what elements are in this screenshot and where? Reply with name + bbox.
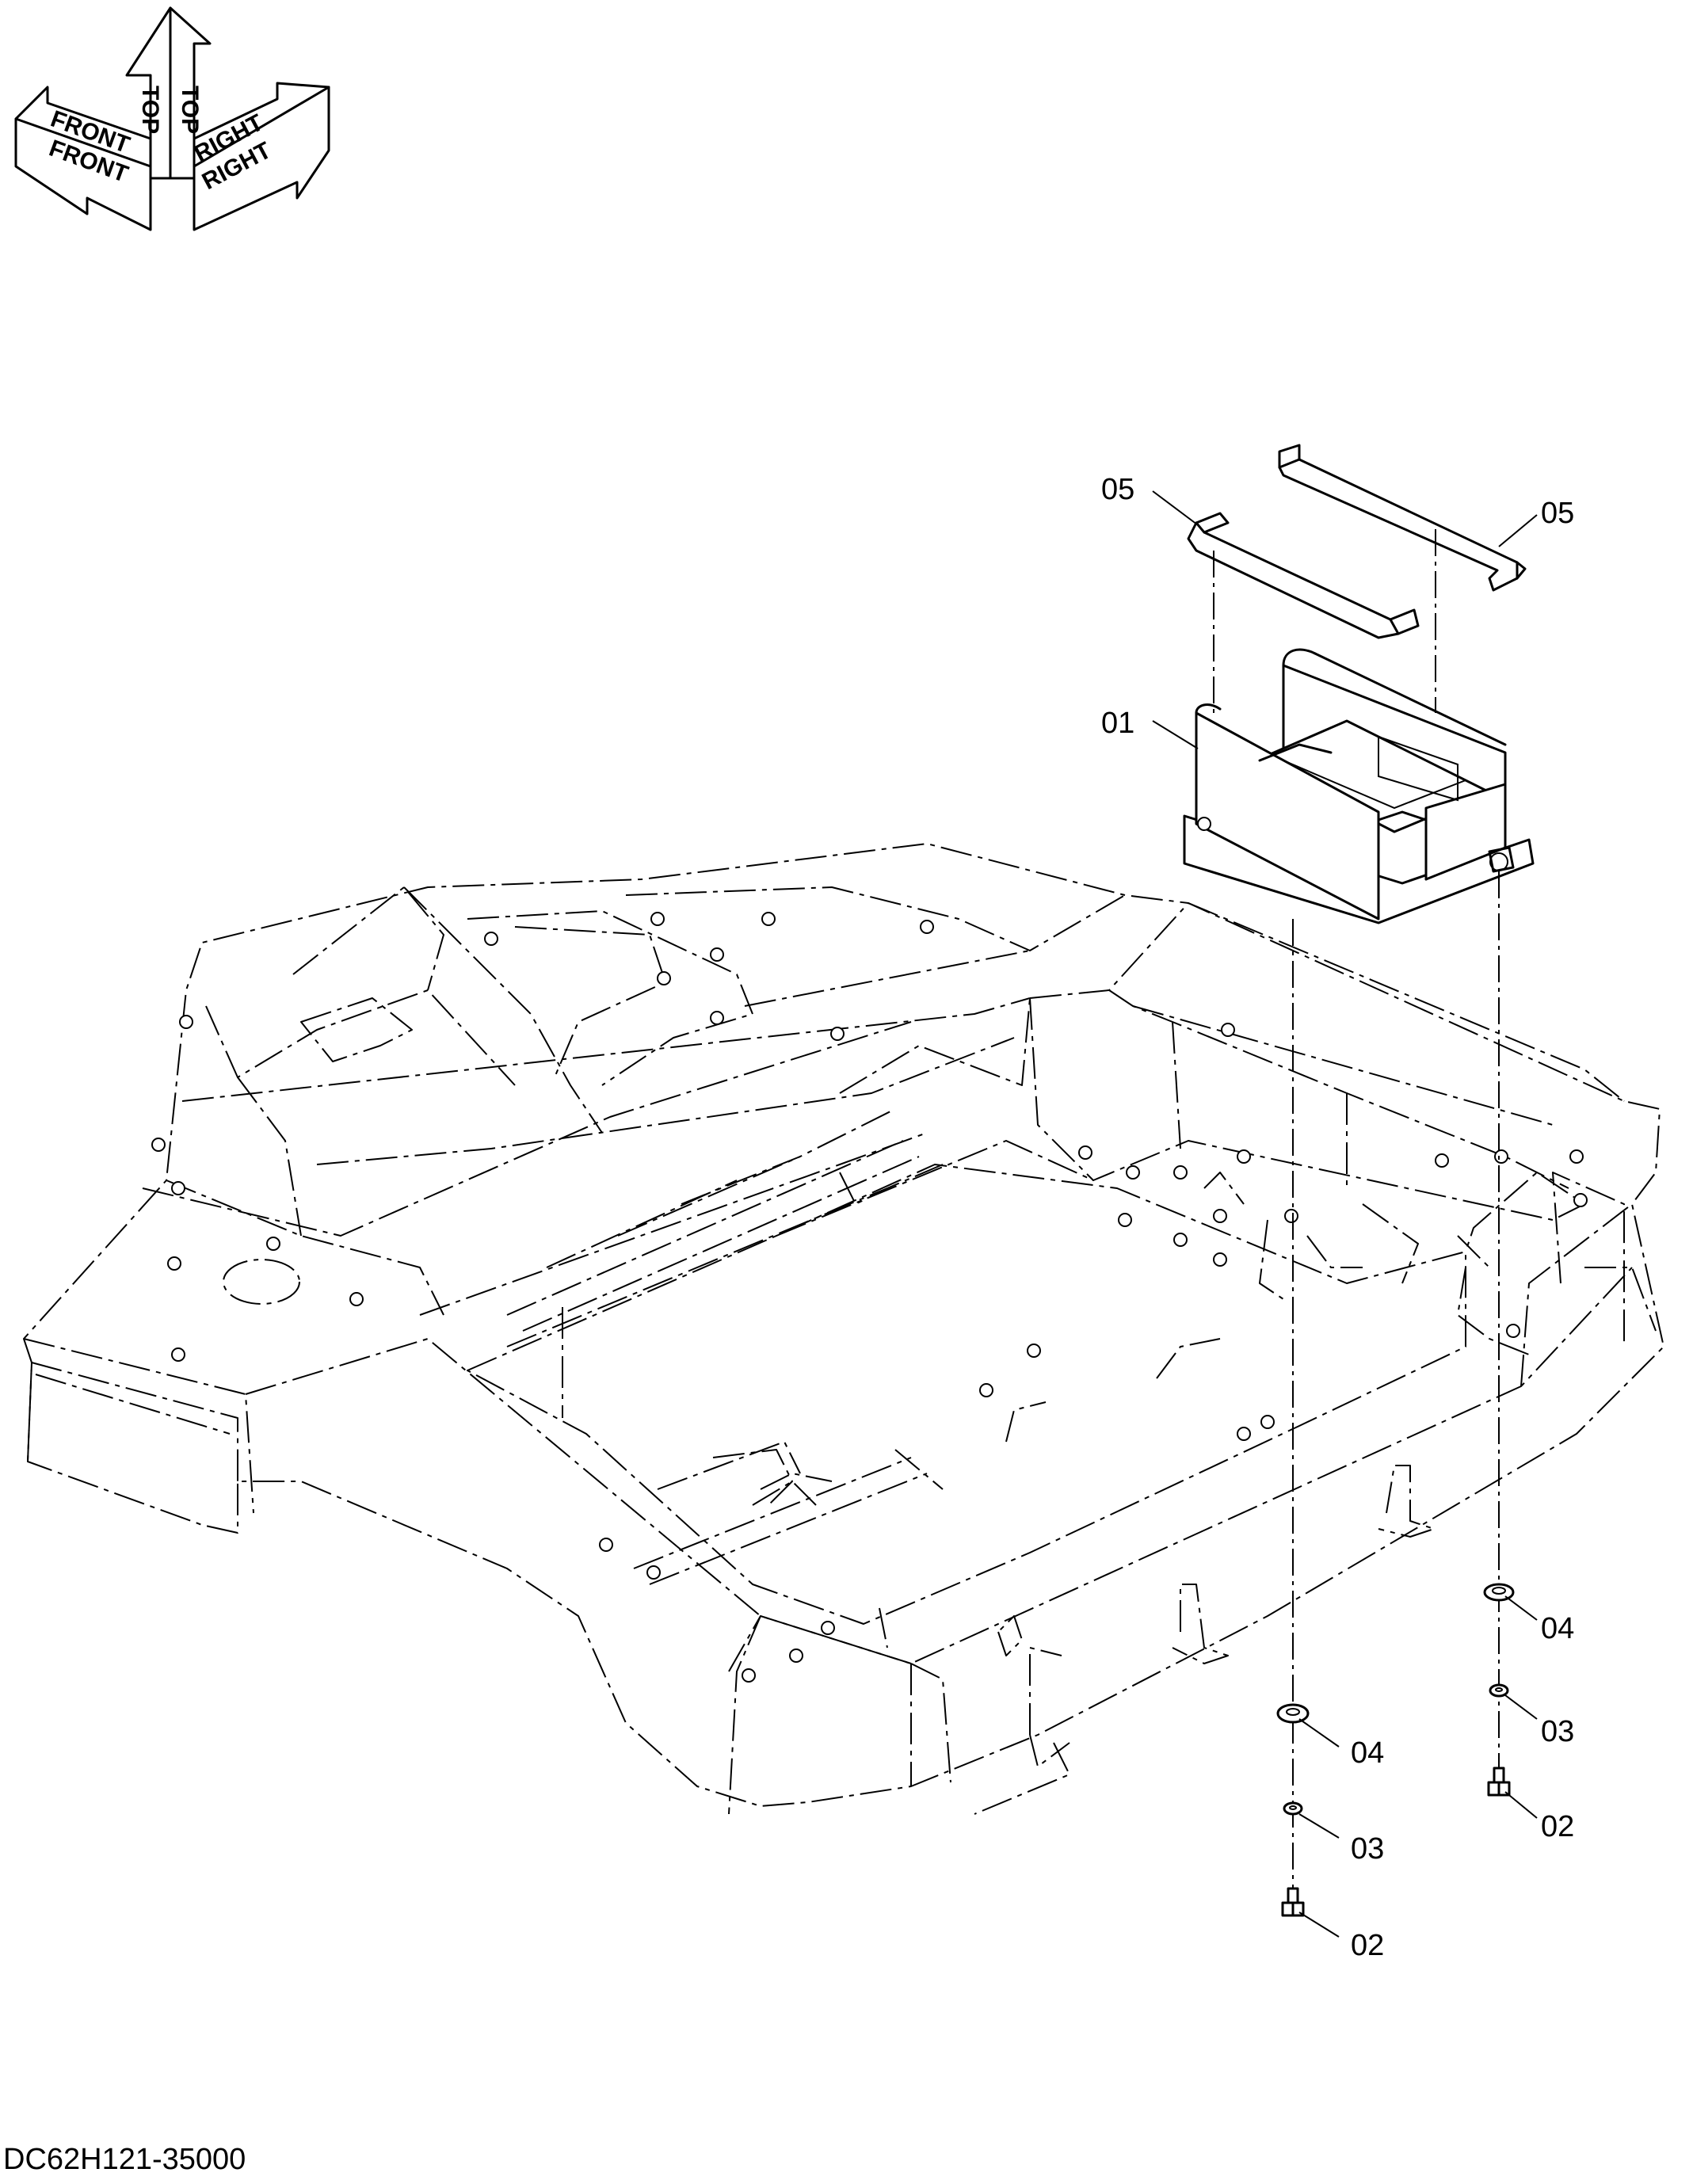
callout-05-right: 05 <box>1541 497 1574 530</box>
frame-hole <box>151 1138 166 1152</box>
frame-hole <box>646 1565 661 1580</box>
frame-hole <box>1260 1415 1275 1429</box>
frame-hole <box>1027 1344 1041 1358</box>
battery-tray <box>1183 648 1535 924</box>
frame-hole <box>1573 1193 1588 1207</box>
frame-hole <box>789 1648 803 1663</box>
fastener-stack-lower <box>1276 1703 1310 1917</box>
frame-hole <box>266 1237 280 1251</box>
callout-01: 01 <box>1101 707 1134 740</box>
frame-hole <box>1569 1149 1584 1164</box>
top-label-1: TOP <box>137 86 163 134</box>
frame-hole <box>830 1027 845 1041</box>
frame-hole <box>1213 1209 1227 1223</box>
hex-bolt-icon <box>1281 1887 1305 1917</box>
frame-hole <box>761 912 776 926</box>
frame-hole <box>1118 1213 1132 1227</box>
spring-washer-icon <box>1283 1801 1303 1816</box>
frame-hole <box>1494 1149 1508 1164</box>
frame-hole <box>1237 1427 1251 1441</box>
frame-hole <box>171 1347 185 1362</box>
frame-hole <box>821 1621 835 1635</box>
drawing-number: DC62H121-35000 <box>3 2143 246 2176</box>
flat-washer-icon <box>1483 1583 1515 1602</box>
frame-hole <box>657 971 671 985</box>
callout-leaders <box>1152 490 1538 1938</box>
orientation-indicator: FRONT FRONT TOP TOP RIGHT RIGHT <box>14 6 330 231</box>
frame-hole <box>1126 1165 1140 1180</box>
spring-washer-icon <box>1489 1683 1509 1698</box>
flat-washer-icon <box>1276 1703 1310 1724</box>
assembly-center-lines <box>1213 529 1500 1901</box>
hex-bolt-icon <box>1487 1767 1511 1797</box>
frame-hole <box>1078 1145 1092 1160</box>
callout-03-lower: 03 <box>1351 1832 1384 1866</box>
frame-hole <box>1237 1149 1251 1164</box>
frame-hole <box>171 1181 185 1195</box>
frame-hole <box>710 1011 724 1025</box>
callout-03-upper: 03 <box>1541 1715 1574 1748</box>
callout-05-left: 05 <box>1101 473 1134 506</box>
frame-hole <box>167 1256 181 1271</box>
frame-hole <box>1221 1023 1235 1037</box>
hold-down-bracket-right <box>1278 444 1527 592</box>
frame-hole <box>920 920 934 934</box>
frame-hole <box>710 947 724 962</box>
frame-hole <box>599 1538 613 1552</box>
upper-frame-phantom <box>23 843 1664 1815</box>
top-label-2: TOP <box>177 86 203 134</box>
frame-hole <box>349 1292 364 1306</box>
frame-hole <box>1506 1324 1520 1338</box>
axis-arrows-icon <box>14 6 330 231</box>
callout-04-upper: 04 <box>1541 1612 1574 1645</box>
callout-02-upper: 02 <box>1541 1810 1574 1843</box>
frame-hole <box>484 932 498 946</box>
callout-04-lower: 04 <box>1351 1736 1384 1770</box>
frame-holes <box>151 912 1588 1683</box>
frame-hole <box>1435 1153 1449 1168</box>
tray-mount-hole <box>1197 817 1211 831</box>
frame-hole <box>1284 1209 1298 1223</box>
callout-numbers: 01 05 05 04 04 03 03 02 02 <box>1101 473 1574 1962</box>
frame-hole <box>979 1383 993 1397</box>
frame-hole <box>742 1668 756 1683</box>
frame-hole <box>1173 1233 1188 1247</box>
hold-down-bracket-left <box>1187 512 1420 639</box>
frame-hole <box>1173 1165 1188 1180</box>
fastener-stack-upper <box>1483 1583 1515 1797</box>
frame-hole <box>650 912 665 926</box>
callout-02-lower: 02 <box>1351 1929 1384 1962</box>
frame-hole <box>179 1015 193 1029</box>
frame-access-hole <box>223 1259 300 1305</box>
frame-hole <box>1213 1252 1227 1267</box>
